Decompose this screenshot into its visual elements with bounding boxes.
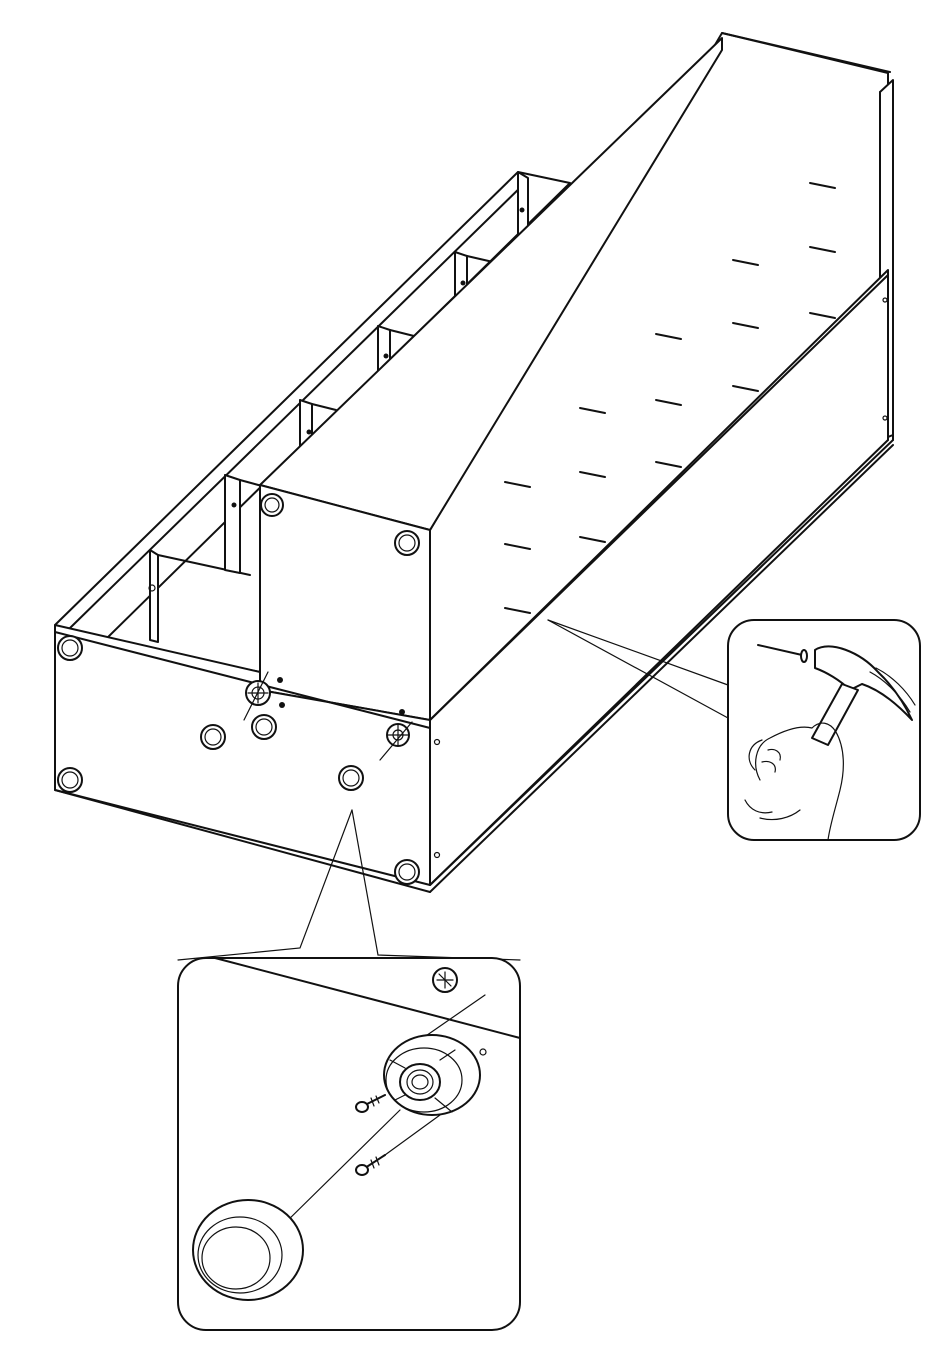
foot-pad-icon (261, 494, 283, 516)
leveler-base-icon (384, 1035, 480, 1115)
foot-glide-detail (178, 958, 520, 1330)
foot-pad-icon (58, 636, 82, 660)
foot-pad-icon (252, 715, 276, 739)
foot-pad-icon (395, 531, 419, 555)
nailing-detail (728, 620, 920, 840)
foot-pad-icon (193, 1200, 303, 1300)
phillips-screwdriver-icon (433, 968, 457, 992)
foot-pad-icon (58, 768, 82, 792)
foot-pad-icon (395, 860, 419, 884)
foot-pad-icon (339, 766, 363, 790)
foot-pad-icon (201, 725, 225, 749)
